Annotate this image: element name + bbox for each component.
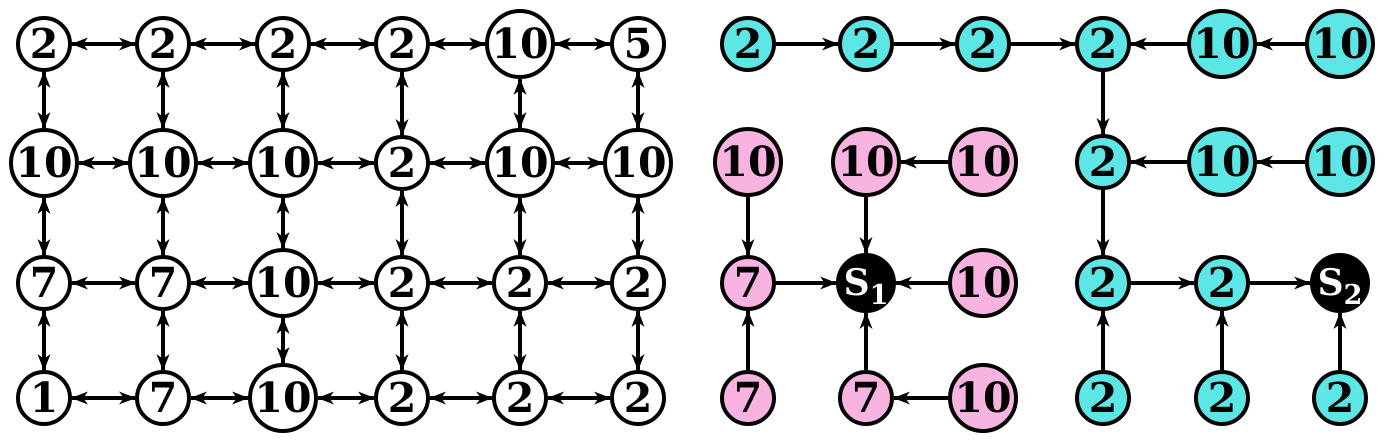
graph-node-r0c5 — [610, 16, 666, 72]
node-label-r1c1: 10 — [134, 139, 191, 187]
graph-node-r3c5 — [610, 370, 666, 426]
node-label-r1c3: 2 — [388, 139, 417, 187]
node-label-p1: 10 — [719, 138, 776, 186]
node-label-c7: 2 — [1089, 138, 1118, 186]
graph-node-p7 — [838, 370, 894, 426]
graph-node-c11 — [1194, 255, 1250, 311]
node-label-c6: 10 — [1311, 20, 1368, 68]
node-label-c10: 2 — [1089, 259, 1118, 307]
node-label-c2: 2 — [852, 20, 881, 68]
node-label-r3c1: 7 — [149, 374, 178, 422]
node-label-p6: 7 — [734, 374, 763, 422]
node-label-p3: 10 — [954, 138, 1011, 186]
left-grid-graph: 2 2 2 2 10 5 10 10 10 2 10 10 7 7 10 2 2 2 1 7 10 2 2 2 — [9, 9, 673, 433]
graph-node-c14 — [1312, 370, 1368, 426]
graph-node-r1c2 — [248, 128, 318, 198]
node-label-r0c2: 2 — [269, 20, 298, 68]
node-label-c8: 10 — [1193, 138, 1250, 186]
node-label-p4: 7 — [734, 259, 763, 307]
graph-node-p8 — [948, 363, 1018, 433]
graph-node-s2 — [1310, 253, 1370, 313]
node-label-r1c4: 10 — [491, 139, 548, 187]
graph-node-r3c2 — [248, 363, 318, 433]
node-label-r1c0: 10 — [15, 139, 72, 187]
graph-node-r2c5 — [610, 255, 666, 311]
graph-node-r0c0 — [16, 16, 72, 72]
graph-node-s1 — [836, 253, 896, 313]
node-label-p7: 7 — [852, 374, 881, 422]
graph-node-c4 — [1075, 16, 1131, 72]
node-label-r0c5: 5 — [624, 20, 653, 68]
node-label-r2c5: 2 — [624, 259, 653, 307]
graph-node-r1c3 — [374, 135, 430, 191]
node-label-c12: 2 — [1089, 374, 1118, 422]
node-label-r2c4: 2 — [506, 259, 535, 307]
node-label-c11: 2 — [1208, 259, 1237, 307]
node-label-r1c2: 10 — [254, 139, 311, 187]
node-label-p5: 10 — [954, 259, 1011, 307]
graph-node-p4 — [720, 255, 776, 311]
graph-node-c8 — [1187, 127, 1257, 197]
node-label-p8: 10 — [954, 374, 1011, 422]
node-label-r3c5: 2 — [624, 374, 653, 422]
graph-node-r1c0 — [9, 128, 79, 198]
graph-node-r1c4 — [485, 128, 555, 198]
graph-node-r3c4 — [492, 370, 548, 426]
node-label-p2: 10 — [837, 138, 894, 186]
graph-node-p1 — [713, 127, 783, 197]
graph-node-c7 — [1075, 134, 1131, 190]
node-label-c3: 2 — [969, 20, 998, 68]
graph-node-r0c4 — [485, 9, 555, 79]
graph-node-r0c3 — [374, 16, 430, 72]
graph-node-r0c2 — [255, 16, 311, 72]
node-label-r2c0: 7 — [30, 259, 59, 307]
node-label-r0c1: 2 — [149, 20, 178, 68]
node-label-r0c3: 2 — [388, 20, 417, 68]
graph-node-p3 — [948, 127, 1018, 197]
graph-node-c2 — [838, 16, 894, 72]
node-label-s2: S2 — [1318, 262, 1363, 311]
node-label-r2c3: 2 — [388, 259, 417, 307]
node-label-r2c2: 10 — [254, 259, 311, 307]
node-label-r3c2: 10 — [254, 374, 311, 422]
graph-node-r2c0 — [16, 255, 72, 311]
graph-node-r2c3 — [374, 255, 430, 311]
graph-node-r0c1 — [135, 16, 191, 72]
node-label-r3c0: 1 — [30, 374, 59, 422]
graph-node-p6 — [720, 370, 776, 426]
graph-node-p2 — [831, 127, 901, 197]
graph-node-r1c5 — [603, 128, 673, 198]
graph-node-r1c1 — [128, 128, 198, 198]
graph-node-c5 — [1187, 9, 1257, 79]
graph-node-r2c2 — [248, 248, 318, 318]
node-label-c14: 2 — [1326, 374, 1355, 422]
graph-node-c12 — [1075, 370, 1131, 426]
node-label-r3c4: 2 — [506, 374, 535, 422]
graph-node-r3c3 — [374, 370, 430, 426]
node-label-c4: 2 — [1089, 20, 1118, 68]
graph-node-c13 — [1194, 370, 1250, 426]
graph-node-r2c4 — [492, 255, 548, 311]
node-label-c9: 10 — [1311, 138, 1368, 186]
graph-node-c9 — [1305, 127, 1375, 197]
graph-node-c3 — [955, 16, 1011, 72]
node-label-c13: 2 — [1208, 374, 1237, 422]
node-label-r0c4: 10 — [491, 20, 548, 68]
node-label-r2c1: 7 — [149, 259, 178, 307]
graph-node-r2c1 — [135, 255, 191, 311]
node-label-c1: 2 — [734, 20, 763, 68]
node-label-r0c0: 2 — [30, 20, 59, 68]
graph-node-c10 — [1075, 255, 1131, 311]
graph-node-c1 — [720, 16, 776, 72]
graph-node-c6 — [1305, 9, 1375, 79]
graph-node-r3c1 — [135, 370, 191, 426]
node-label-r3c3: 2 — [388, 374, 417, 422]
graph-node-p5 — [948, 248, 1018, 318]
graph-node-r3c0 — [16, 370, 72, 426]
node-label-r1c5: 10 — [609, 139, 666, 187]
node-label-c5: 10 — [1193, 20, 1250, 68]
